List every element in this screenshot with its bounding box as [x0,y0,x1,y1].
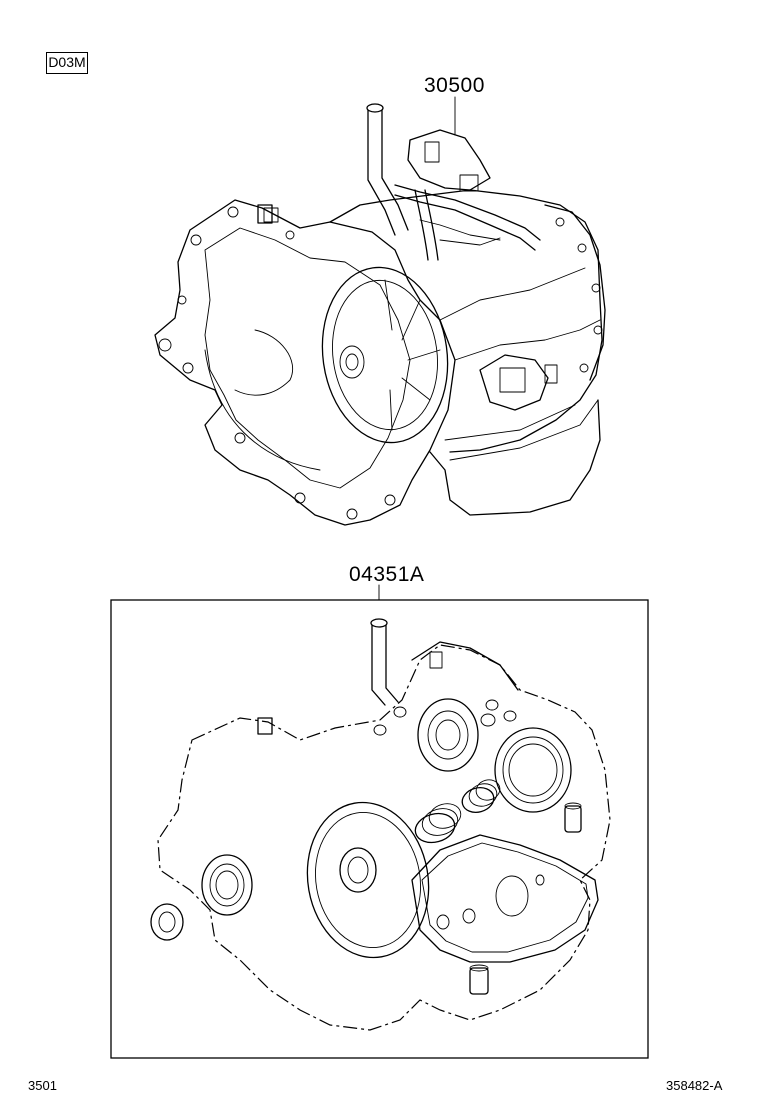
overhaul-kit-frame [110,599,649,1059]
illustration-number: 358482-A [666,1078,723,1093]
section-code-badge: D03M [46,52,88,74]
transaxle-assembly-drawing[interactable] [154,103,606,526]
part-callout-30500[interactable]: 30500 [424,74,485,97]
page-number: 3501 [28,1078,57,1093]
overhaul-gasket-kit-drawing[interactable] [150,618,611,1031]
spring-pair [414,779,501,844]
part-callout-04351A[interactable]: 04351A [349,563,425,586]
